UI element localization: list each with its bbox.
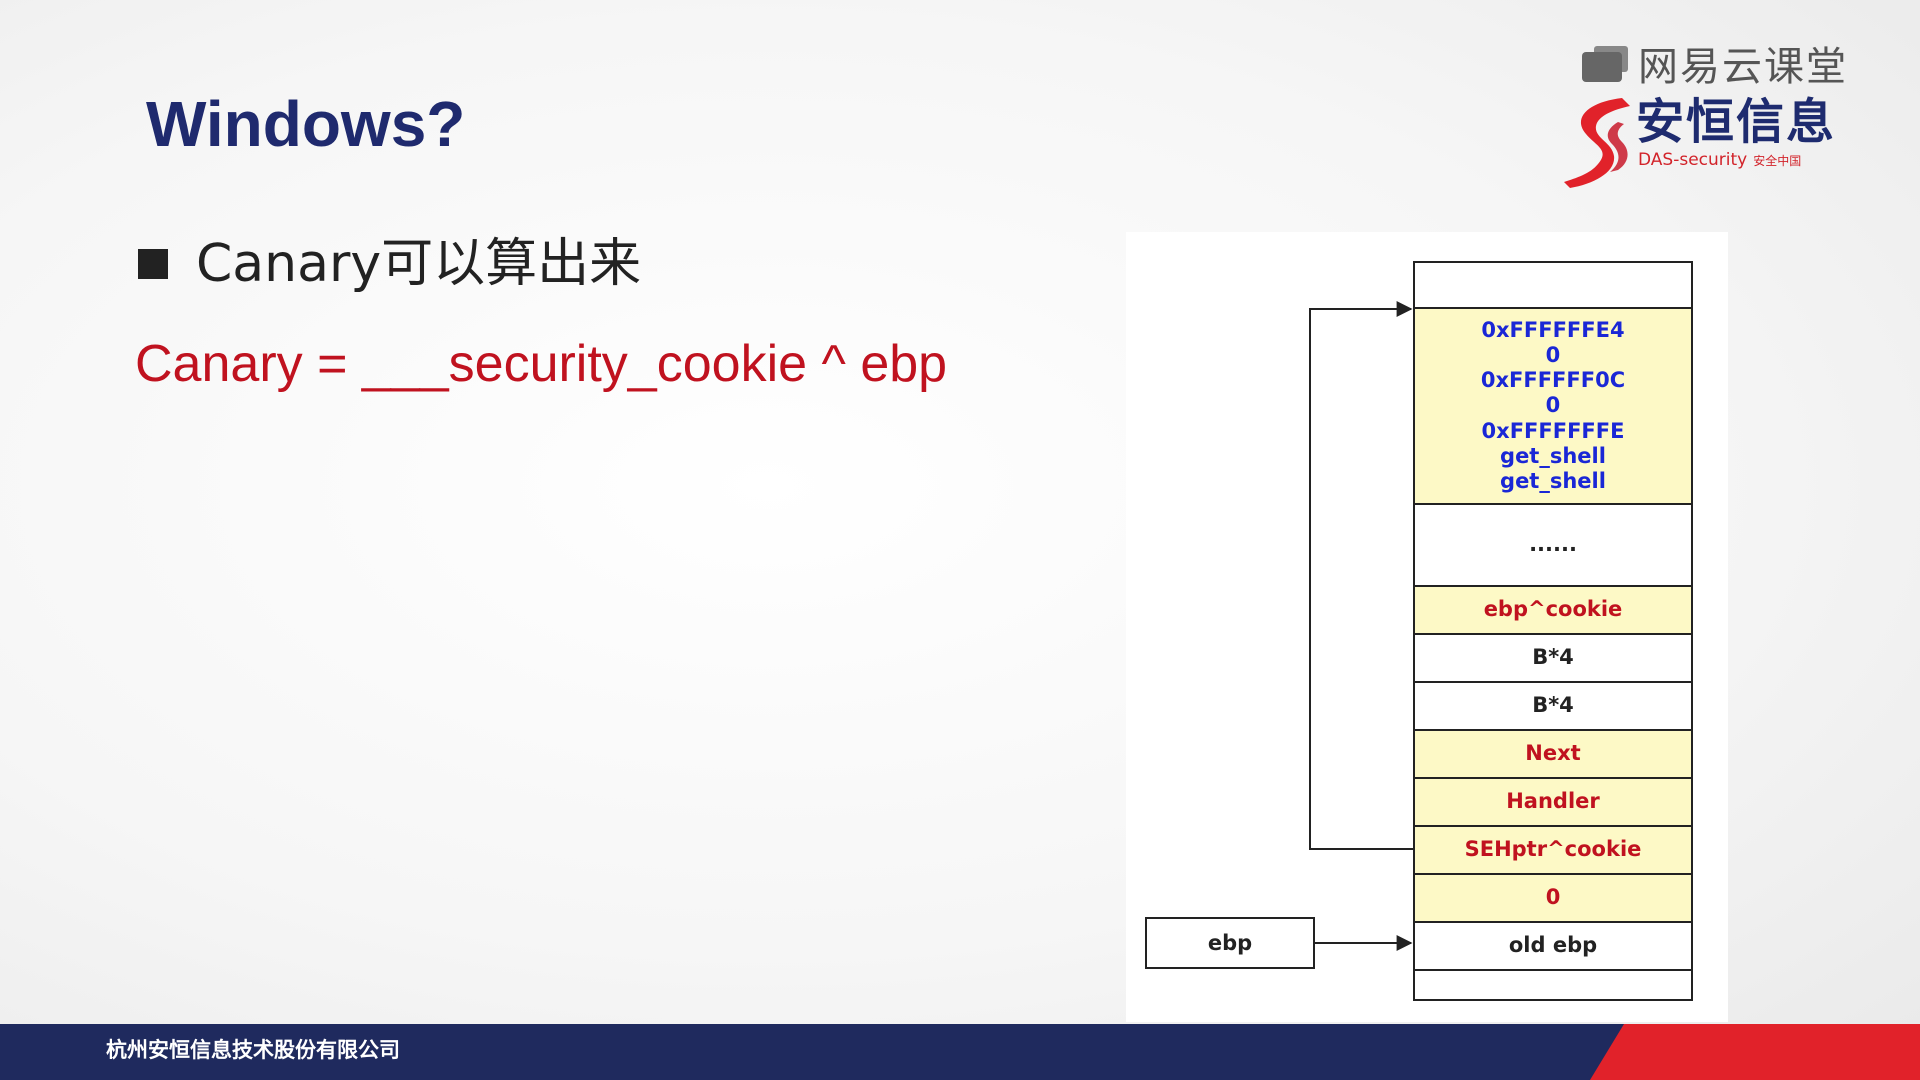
scope-value: 0xFFFFFF0C <box>1480 368 1626 393</box>
stack-cell-zero: 0 <box>1413 873 1693 923</box>
scope-value: get_shell <box>1500 468 1606 493</box>
scope-value: get_shell <box>1500 443 1606 468</box>
stack-cell-handler: Handler <box>1413 777 1693 827</box>
stack-cell-b4-1: B*4 <box>1413 633 1693 683</box>
footer-bar: 杭州安恒信息技术股份有限公司 <box>0 1024 1920 1080</box>
stack-cell-b4-2: B*4 <box>1413 681 1693 731</box>
bullet-text: Canary可以算出来 <box>196 234 642 294</box>
bullet-square-icon <box>138 249 168 279</box>
stack-cell-next: Next <box>1413 729 1693 779</box>
screen-icon <box>1580 46 1630 88</box>
ebp-register-box: ebp <box>1145 917 1315 969</box>
stack-cell-bottom <box>1413 969 1693 1001</box>
footer-company: 杭州安恒信息技术股份有限公司 <box>106 1038 400 1062</box>
stack-column: 0xFFFFFFE4 0 0xFFFFFF0C 0 0xFFFFFFFE get… <box>1413 261 1693 1001</box>
bullet-item: Canary可以算出来 <box>138 238 641 290</box>
scope-value: 0 <box>1545 343 1561 368</box>
scope-value: 0 <box>1545 393 1561 418</box>
stack-cell-old-ebp: old ebp <box>1413 921 1693 971</box>
stack-cell-ebp-cookie: ebp^cookie <box>1413 585 1693 635</box>
brand-name: 安恒信息 <box>1636 94 1837 150</box>
platform-logo: 网易云课堂 <box>1580 46 1848 88</box>
stack-cell-top <box>1413 261 1693 309</box>
stack-cell-ellipsis: ...... <box>1413 503 1693 587</box>
slide-title: Windows? <box>146 88 466 160</box>
stack-cell-sehptr-cookie: SEHptr^cookie <box>1413 825 1693 875</box>
platform-name: 网易云课堂 <box>1638 44 1848 90</box>
footer-accent <box>1590 1024 1920 1080</box>
brand-s-icon <box>1564 98 1630 188</box>
scope-value: 0xFFFFFFE4 <box>1481 317 1625 342</box>
canary-formula: Canary = ___security_cookie ^ ebp <box>135 335 948 393</box>
scope-value: 0xFFFFFFFE <box>1481 418 1625 443</box>
stack-cell-scope-table: 0xFFFFFFE4 0 0xFFFFFF0C 0 0xFFFFFFFE get… <box>1413 307 1693 505</box>
